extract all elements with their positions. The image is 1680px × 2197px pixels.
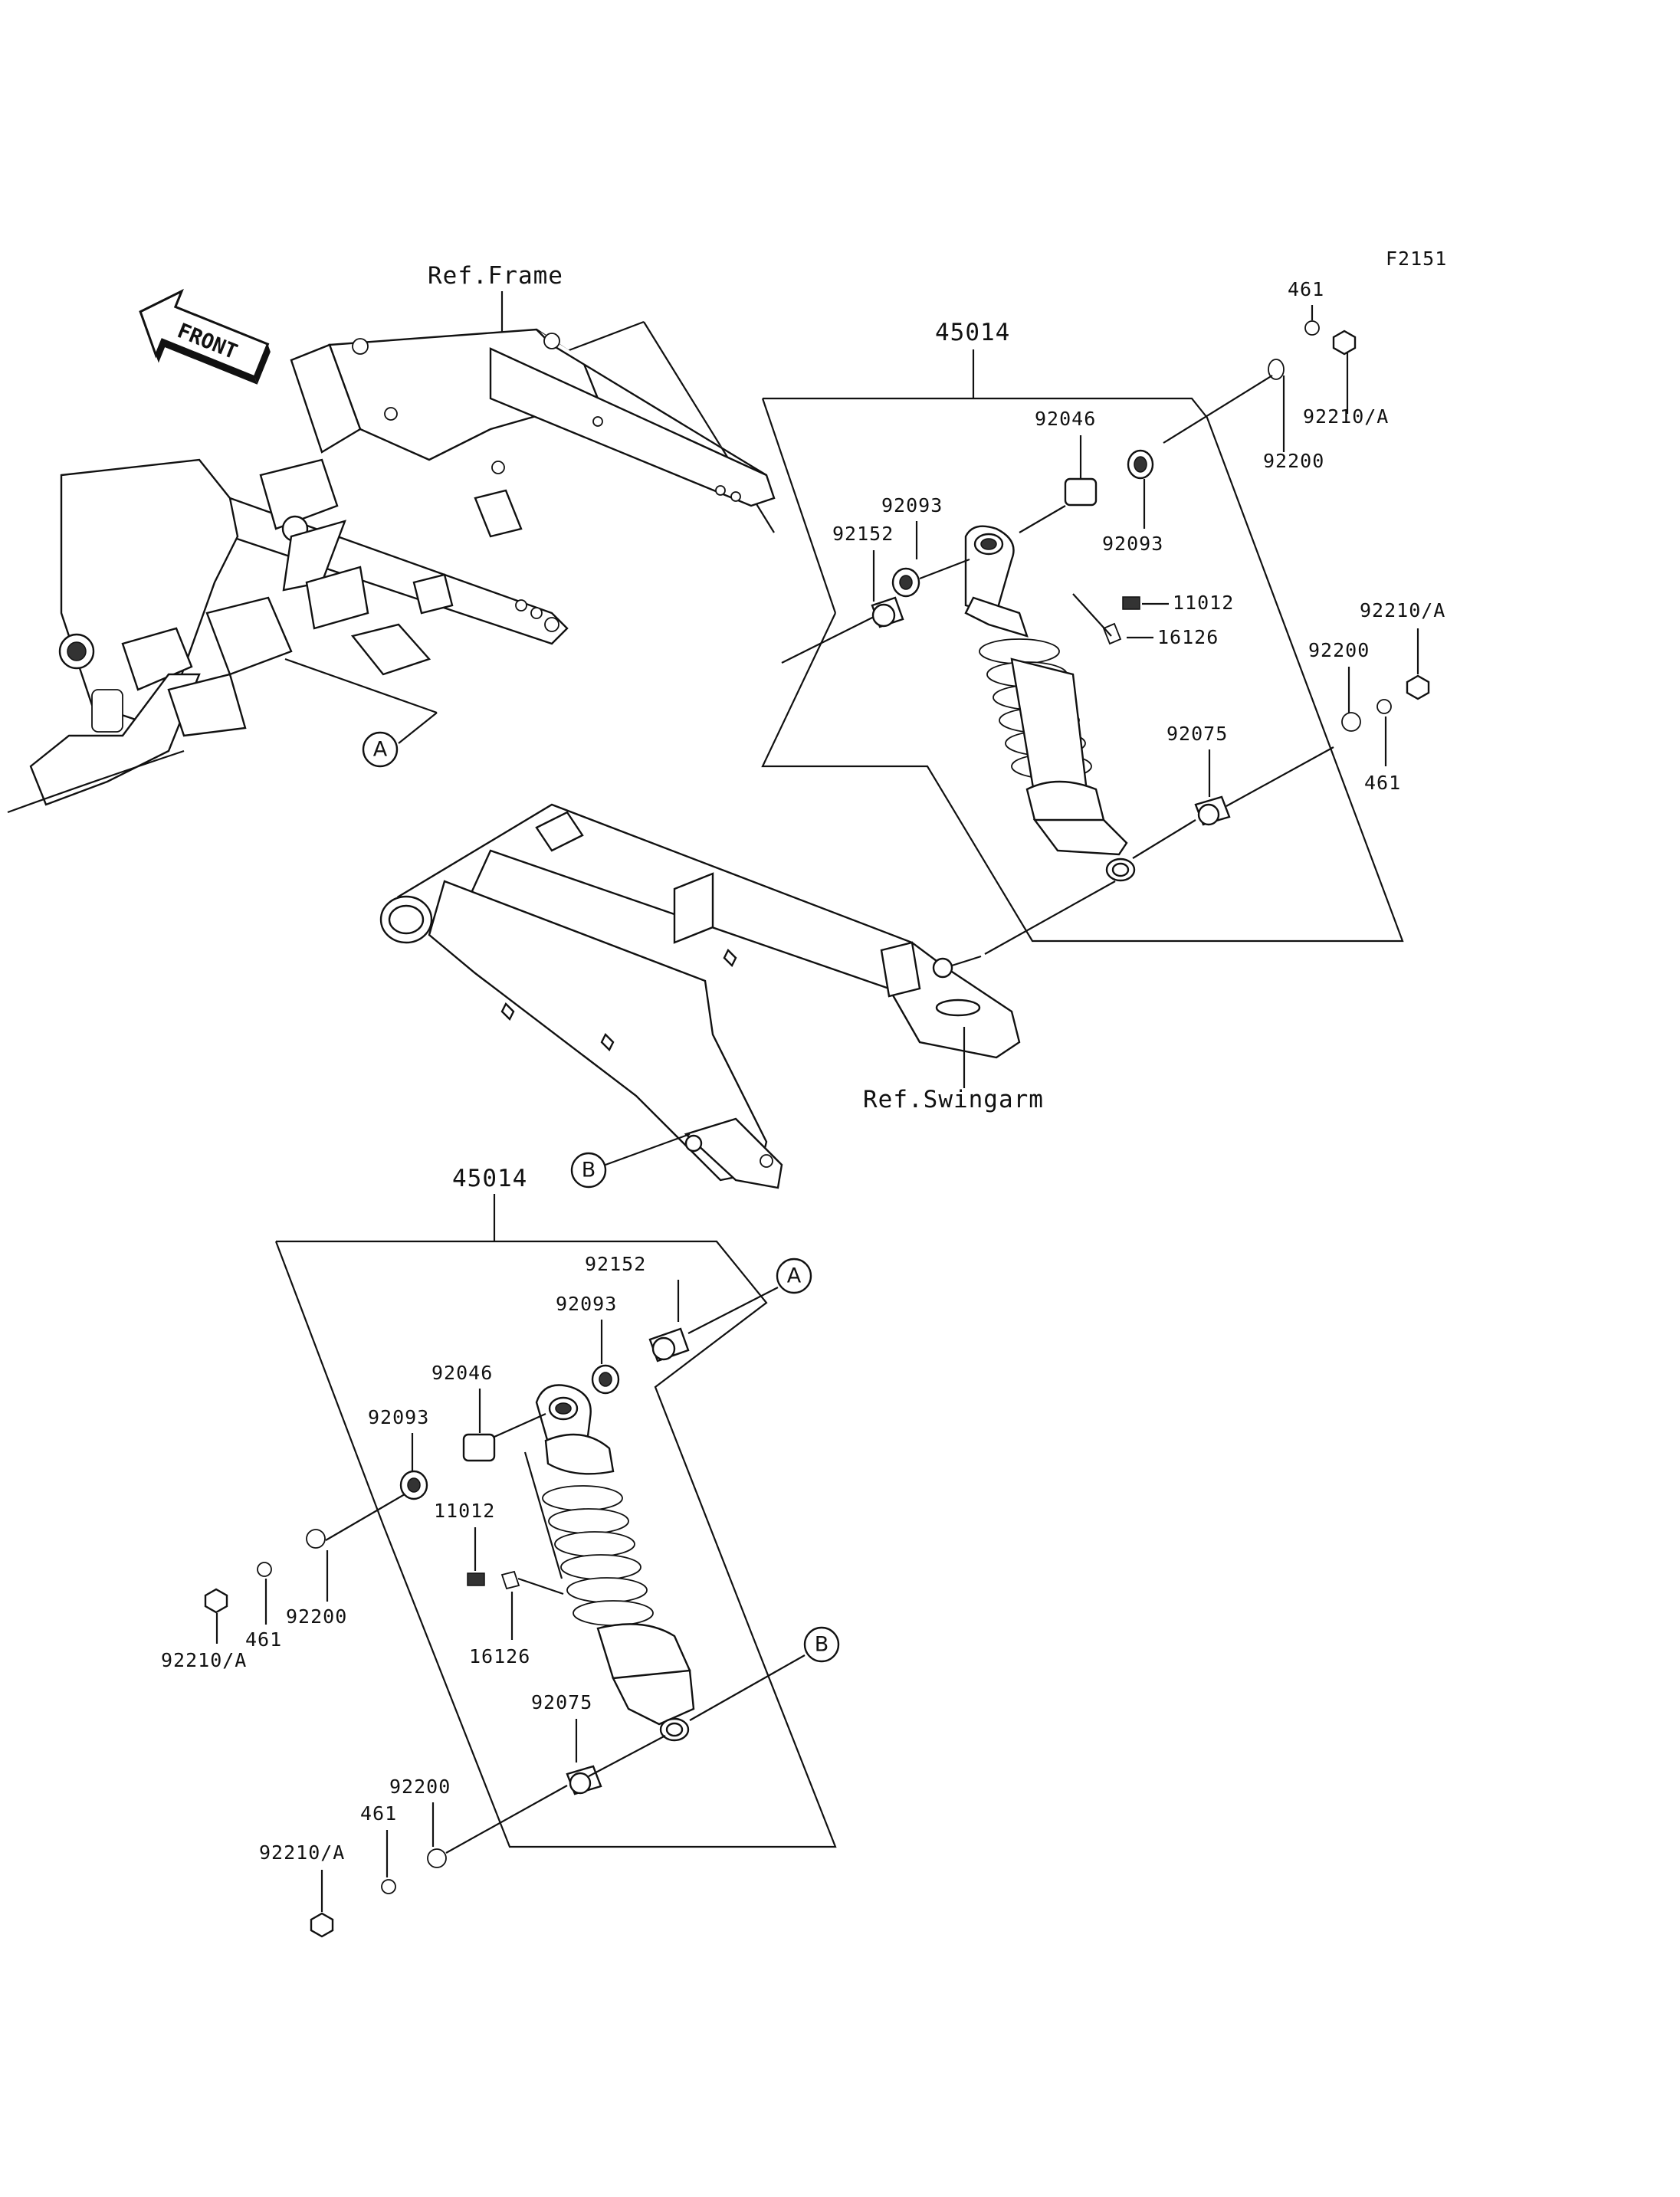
- left-washer-92200-b: [427, 1848, 447, 1868]
- right-92200-mid: 92200: [1308, 639, 1370, 661]
- right-shock-absorber: [964, 525, 1136, 882]
- right-461-mid: 461: [1364, 772, 1401, 794]
- right-92200-top: 92200: [1263, 450, 1324, 472]
- left-92093-b: 92093: [368, 1406, 429, 1428]
- left-nut-92210a-a: [204, 1588, 228, 1614]
- left-washer-92200-a: [306, 1529, 326, 1549]
- left-washer-461-a: [257, 1562, 272, 1577]
- left-92200-b: 92200: [389, 1776, 451, 1798]
- callout-a-frame: A: [362, 731, 399, 768]
- left-461-a: 461: [245, 1628, 282, 1651]
- right-nut-92210a-top: [1332, 330, 1357, 356]
- callout-b-swingarm: B: [570, 1152, 607, 1189]
- ref-frame-label: Ref.Frame: [428, 262, 563, 290]
- right-92093-b: 92093: [1102, 533, 1163, 555]
- right-92075: 92075: [1166, 723, 1228, 745]
- left-92093-a: 92093: [556, 1293, 617, 1315]
- right-bearing-92046: [1064, 477, 1098, 507]
- left-cap-11012: [467, 1572, 485, 1586]
- left-shock-absorber: [535, 1384, 695, 1742]
- right-16126: 16126: [1157, 626, 1219, 648]
- callout-b-left: B: [803, 1626, 840, 1663]
- right-92093-a: 92093: [881, 494, 943, 516]
- left-92200-a: 92200: [286, 1605, 347, 1628]
- left-nut-92210a-b: [310, 1912, 334, 1938]
- right-washer-92200-top: [1268, 359, 1285, 380]
- right-assembly-number: 45014: [935, 319, 1010, 346]
- right-461-top: 461: [1288, 278, 1324, 300]
- left-92046: 92046: [431, 1362, 493, 1384]
- right-washer-461-mid: [1376, 699, 1392, 714]
- left-92210a-b: 92210/A: [259, 1841, 345, 1864]
- frame-drawing: [7, 328, 776, 814]
- right-92152: 92152: [832, 523, 894, 545]
- right-nut-92210a-mid: [1406, 674, 1430, 700]
- left-valve-16126: [500, 1570, 520, 1590]
- left-bearing-92046: [462, 1433, 496, 1462]
- svg-text:A: A: [373, 738, 388, 762]
- right-washer-461-top: [1304, 320, 1320, 336]
- swingarm-drawing: [379, 803, 1021, 1189]
- right-valve-16126: [1102, 622, 1122, 645]
- right-92046: 92046: [1035, 408, 1096, 430]
- svg-text:A: A: [787, 1264, 802, 1288]
- right-washer-92200-mid: [1341, 712, 1361, 732]
- left-92075: 92075: [531, 1691, 592, 1713]
- right-cap-11012: [1122, 596, 1140, 610]
- right-11012: 11012: [1173, 592, 1234, 614]
- left-16126: 16126: [469, 1645, 530, 1667]
- ref-swingarm-label: Ref.Swingarm: [863, 1086, 1044, 1113]
- left-11012: 11012: [434, 1500, 495, 1522]
- left-assembly-number: 45014: [452, 1165, 527, 1192]
- left-assembly-bracket: [274, 1240, 837, 1848]
- svg-text:B: B: [582, 1159, 596, 1182]
- svg-text:B: B: [815, 1633, 829, 1657]
- front-arrow-icon: FRONT: [139, 288, 271, 385]
- figure-code: F2151: [1386, 248, 1447, 270]
- right-92210a-mid: 92210/A: [1360, 599, 1445, 621]
- callout-a-left: A: [776, 1258, 812, 1294]
- right-assembly-bracket: [761, 397, 1404, 943]
- left-92152: 92152: [585, 1253, 646, 1275]
- left-92210a-a: 92210/A: [161, 1649, 247, 1671]
- left-461-b: 461: [360, 1802, 397, 1825]
- left-washer-461-b: [381, 1879, 396, 1894]
- right-92210a-top: 92210/A: [1303, 405, 1389, 428]
